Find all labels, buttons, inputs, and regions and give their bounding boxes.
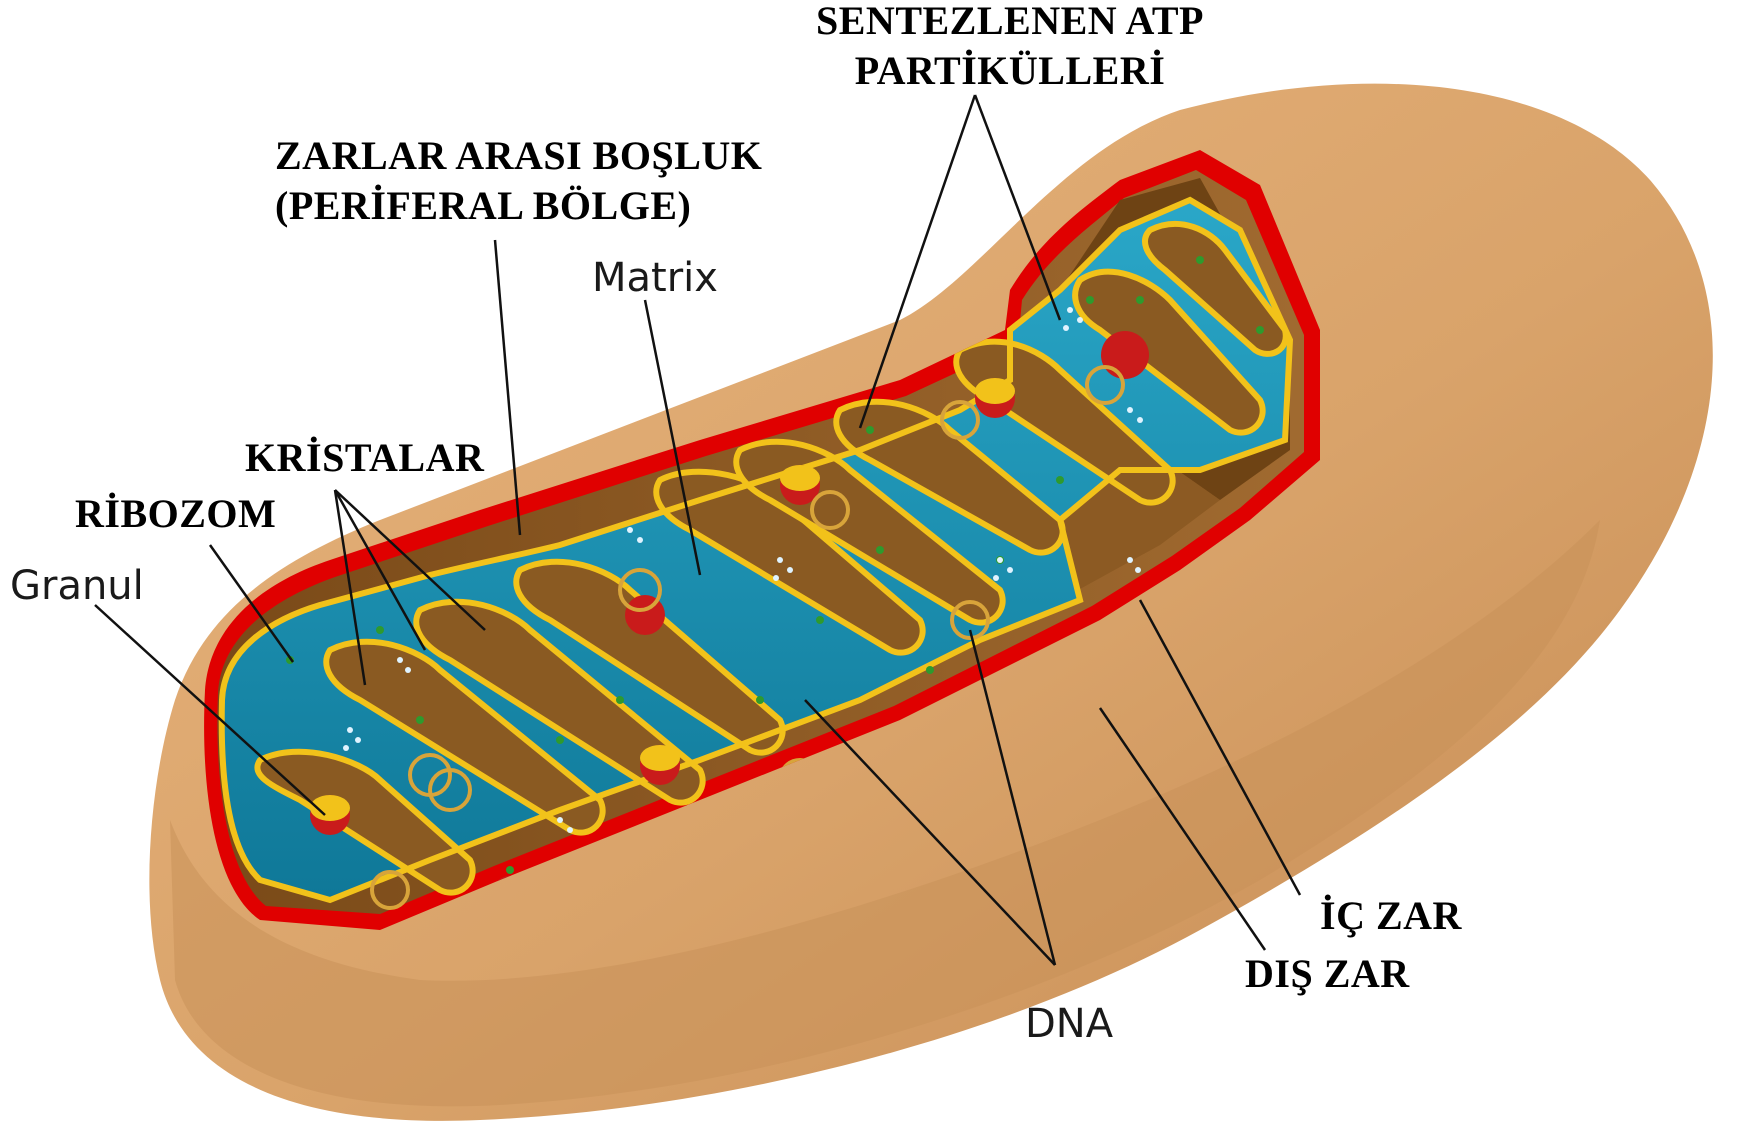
label-granule: Granul: [10, 565, 144, 607]
label-atp-particles: SENTEZLENEN ATP PARTİKÜLLERİ: [800, 0, 1220, 92]
label-outer-membrane: DIŞ ZAR: [1245, 953, 1410, 995]
granule-icon: [975, 378, 1015, 418]
granule-icon: [640, 745, 680, 785]
label-inner-membrane: İÇ ZAR: [1320, 895, 1462, 937]
label-matrix: Matrix: [592, 257, 718, 299]
label-atp-line2: PARTİKÜLLERİ: [800, 50, 1220, 92]
label-atp-line1: SENTEZLENEN ATP: [800, 0, 1220, 42]
label-ribosome: RİBOZOM: [75, 493, 276, 535]
label-intermembrane-space: ZARLAR ARASI BOŞLUK (PERİFERAL BÖLGE): [275, 135, 762, 227]
granule-icon: [310, 795, 350, 835]
label-dna: DNA: [1025, 1003, 1113, 1045]
label-intermembrane-line2: (PERİFERAL BÖLGE): [275, 185, 762, 227]
label-intermembrane-line1: ZARLAR ARASI BOŞLUK: [275, 135, 762, 177]
label-cristae: KRİSTALAR: [245, 437, 484, 479]
granule-icon: [1101, 331, 1149, 379]
